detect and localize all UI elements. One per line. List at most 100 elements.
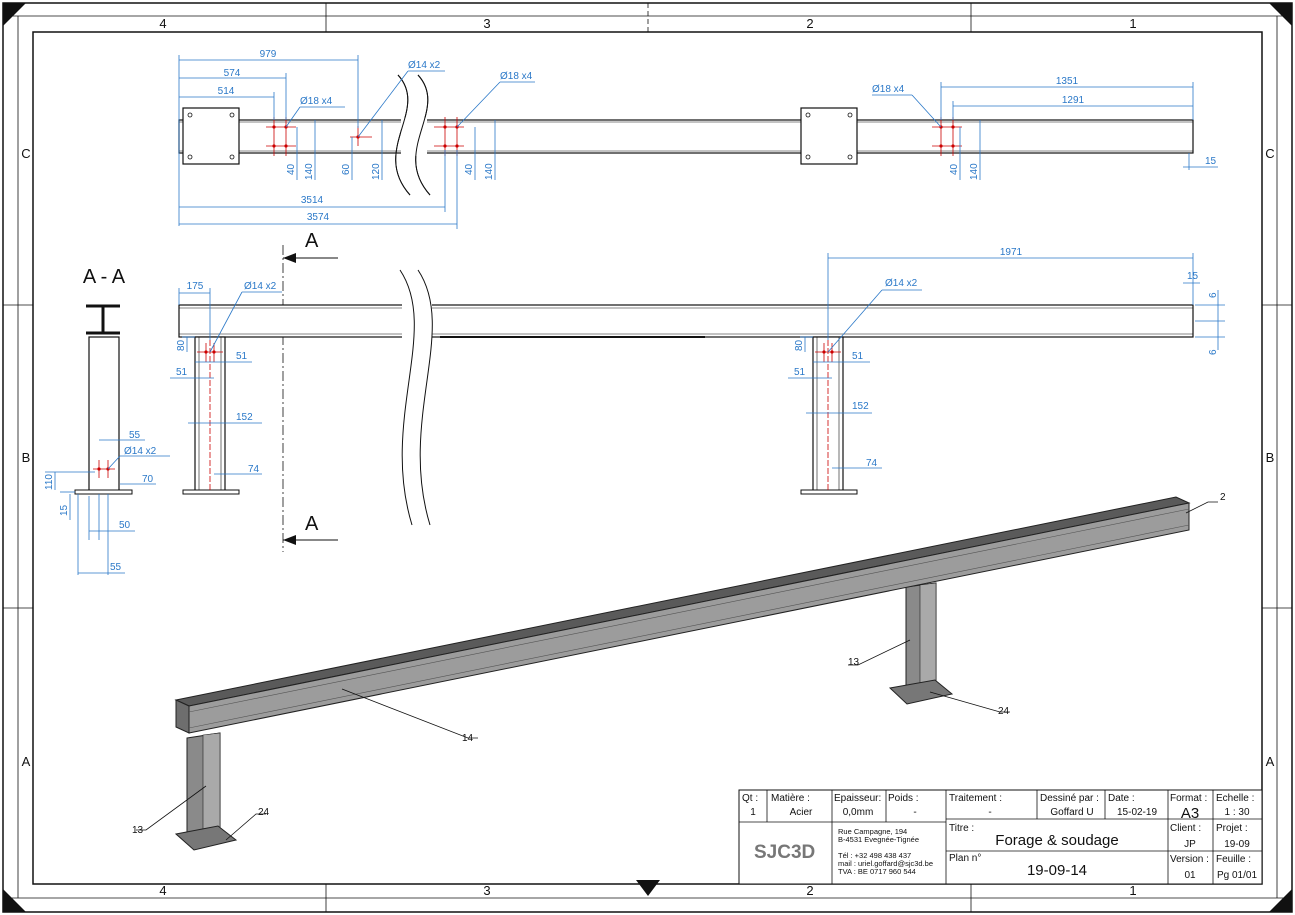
qt-label: Qt : — [742, 793, 758, 804]
titre-label: Titre : — [949, 823, 974, 834]
section-view: A - A 55 Ø14 x2 110 70 15 50 55 — [44, 266, 170, 575]
address-line: B-4531 Evegnée-Tignée — [838, 835, 919, 844]
dim-label: 80 — [176, 339, 187, 351]
dim-label: 80 — [794, 339, 805, 351]
dim-label: 40 — [949, 163, 960, 175]
zone-row-label: A — [1266, 754, 1275, 769]
feuille-label: Feuille : — [1216, 854, 1251, 865]
dim-label: 140 — [969, 163, 980, 180]
dim-label: 51 — [176, 367, 188, 378]
balloon-label: 24 — [258, 807, 270, 818]
dim-label: 15 — [59, 504, 70, 516]
dim-label: Ø18 x4 — [300, 96, 333, 107]
dim-label: 1971 — [1000, 247, 1023, 258]
top-view: 979 574 514 Ø14 x2 Ø18 x4 Ø18 x4 Ø18 x4 … — [178, 49, 1218, 229]
front-view: A A — [170, 230, 1225, 552]
zone-row-label: C — [1265, 146, 1274, 161]
section-marker: A — [305, 513, 319, 535]
epaisseur-value: 0,0mm — [843, 807, 874, 818]
dim-label: 51 — [236, 351, 248, 362]
dim-label: Ø14 x2 — [885, 278, 918, 289]
zone-row-label: C — [21, 146, 30, 161]
dim-label: 15 — [1187, 271, 1199, 282]
dim-label: 55 — [129, 430, 141, 441]
dim-label: 152 — [236, 412, 253, 423]
dim-label: 6 — [1208, 349, 1219, 355]
dim-label: Ø14 x2 — [244, 281, 277, 292]
client-value: JP — [1184, 839, 1196, 850]
mail-line: mail : uriel.goffard@sjc3d.be — [838, 859, 933, 868]
zone-row-label: A — [22, 754, 31, 769]
dim-label: 3514 — [301, 195, 324, 206]
echelle-value: 1 : 30 — [1224, 807, 1249, 818]
zone-col-label: 2 — [806, 883, 813, 898]
dim-label: 74 — [866, 458, 878, 469]
epaisseur-label: Epaisseur: — [834, 793, 881, 804]
dim-label: 6 — [1208, 292, 1219, 298]
version-label: Version : — [1170, 854, 1209, 865]
dim-label: 152 — [852, 401, 869, 412]
tva-line: TVA : BE 0717 960 544 — [838, 867, 916, 876]
date-label: Date : — [1108, 793, 1135, 804]
dim-label: 74 — [248, 464, 260, 475]
projet-value: 19-09 — [1224, 839, 1250, 850]
poids-label: Poids : — [888, 793, 919, 804]
zone-col-label: 1 — [1129, 16, 1136, 31]
balloon-label: 13 — [132, 825, 144, 836]
dim-label: 175 — [187, 281, 204, 292]
dim-label: 55 — [110, 562, 122, 573]
dim-label: 140 — [304, 163, 315, 180]
matiere-label: Matière : — [771, 793, 810, 804]
dim-label: 50 — [119, 520, 131, 531]
dim-label: 15 — [1205, 156, 1217, 167]
dim-label: 1351 — [1056, 76, 1079, 87]
dessine-value: Goffard U — [1050, 807, 1093, 818]
dim-label: Ø18 x4 — [500, 71, 533, 82]
projet-label: Projet : — [1216, 823, 1248, 834]
feuille-value: Pg 01/01 — [1217, 870, 1257, 881]
dim-label: 514 — [218, 86, 235, 97]
title-block: Qt : 1 Matière : Acier Epaisseur: 0,0mm … — [738, 789, 1263, 885]
zone-row-label: B — [1266, 450, 1275, 465]
dim-label: 574 — [224, 68, 241, 79]
dim-label: Ø14 x2 — [408, 60, 441, 71]
date-value: 15-02-19 — [1117, 807, 1157, 818]
balloon-label: 14 — [462, 733, 474, 744]
dim-label: Ø18 x4 — [872, 84, 905, 95]
traitement-value: - — [988, 807, 991, 818]
company-logo: SJC3D — [754, 842, 815, 863]
client-label: Client : — [1170, 823, 1201, 834]
format-label: Format : — [1170, 793, 1207, 804]
zone-labels: 4 3 2 1 4 3 2 1 C B A C B A — [21, 16, 1274, 898]
dim-label: 51 — [794, 367, 806, 378]
dim-label: 40 — [464, 163, 475, 175]
dim-label: 120 — [371, 163, 382, 180]
zone-col-label: 3 — [483, 883, 490, 898]
section-title: A - A — [83, 266, 126, 288]
dim-label: 3574 — [307, 212, 330, 223]
zone-col-label: 4 — [159, 16, 166, 31]
matiere-value: Acier — [790, 807, 813, 818]
phone-line: Tél : +32 498 438 437 — [838, 851, 911, 860]
zone-row-label: B — [22, 450, 31, 465]
version-value: 01 — [1184, 870, 1196, 881]
isometric-view: 2 13 14 13 24 24 — [132, 492, 1226, 851]
zone-col-label: 1 — [1129, 883, 1136, 898]
plan-label: Plan n° — [949, 853, 981, 864]
dim-label: 979 — [260, 49, 277, 60]
address-line: Rue Campagne, 194 — [838, 827, 907, 836]
zone-col-label: 2 — [806, 16, 813, 31]
poids-value: - — [913, 807, 916, 818]
balloon-label: 24 — [998, 706, 1010, 717]
balloon-label: 2 — [1220, 492, 1226, 503]
plan-value: 19-09-14 — [1027, 862, 1087, 879]
titre-value: Forage & soudage — [995, 832, 1118, 849]
section-marker: A — [305, 230, 319, 252]
zone-col-label: 4 — [159, 883, 166, 898]
dim-label: 110 — [44, 474, 55, 490]
traitement-label: Traitement : — [949, 793, 1002, 804]
format-value: A3 — [1181, 805, 1199, 822]
dim-label: 51 — [852, 351, 864, 362]
